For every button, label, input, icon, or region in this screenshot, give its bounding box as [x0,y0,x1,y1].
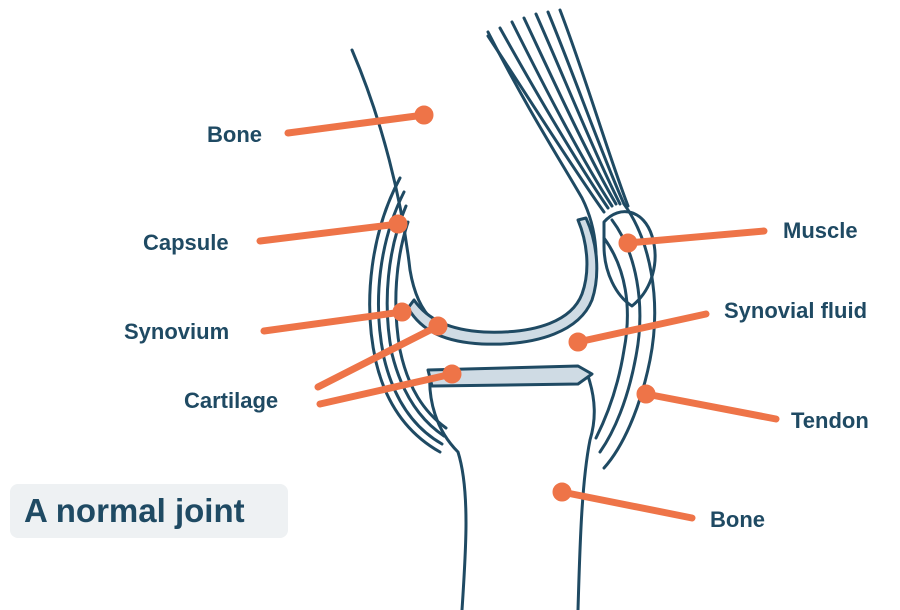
leader-tendon [646,394,776,419]
leader-bone-top [288,115,424,133]
label-cartilage: Cartilage [184,388,278,413]
leader-synovial-fluid [578,314,706,342]
label-capsule: Capsule [143,230,229,255]
label-bone-top: Bone [207,122,262,147]
diagram-caption: A normal joint [24,490,245,532]
lower-bone-outline [430,372,466,610]
label-synovium: Synovium [124,319,229,344]
leader-synovium [264,312,402,331]
label-tendon: Tendon [791,408,869,433]
leader-muscle [628,231,764,243]
label-muscle: Muscle [783,218,858,243]
label-synovial-fluid: Synovial fluid [724,298,867,323]
label-bone-bottom: Bone [710,507,765,532]
